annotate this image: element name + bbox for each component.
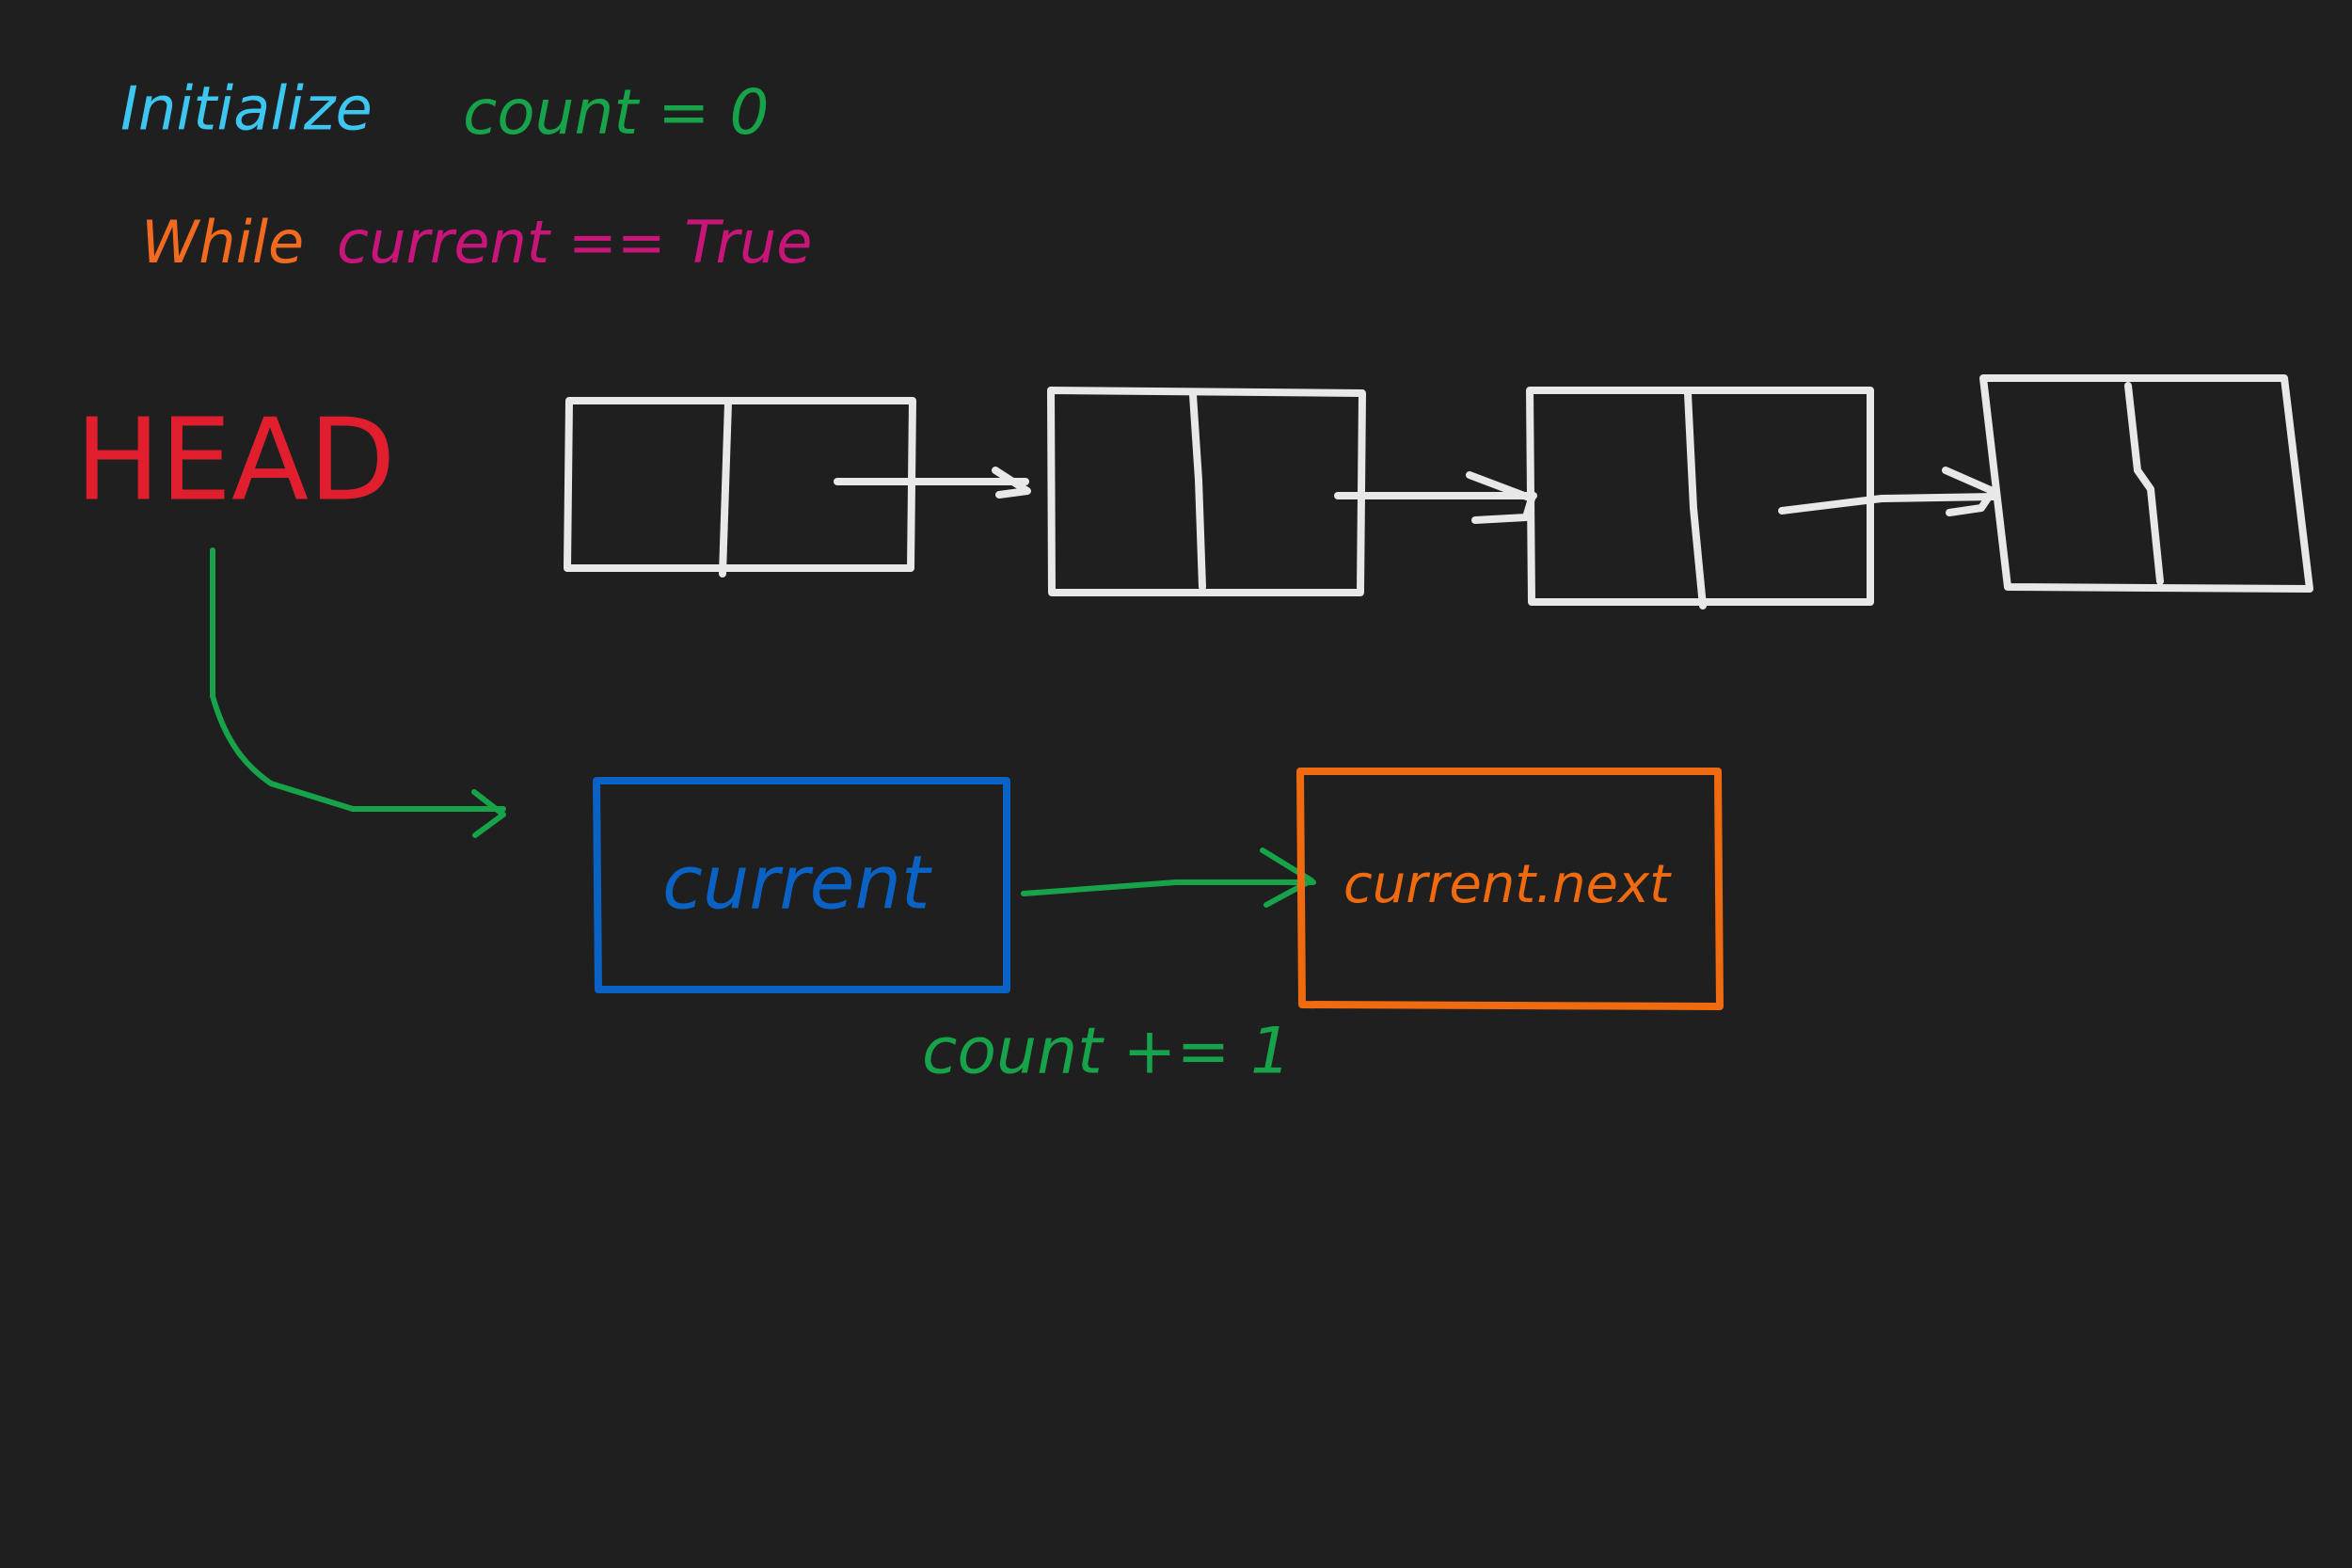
count-init-label: count = 0 xyxy=(463,76,769,149)
while-label: While xyxy=(141,208,304,277)
current-next-box: current.next xyxy=(1296,768,1724,1010)
node-2-divider xyxy=(1189,391,1206,591)
node-3-divider xyxy=(1684,389,1707,610)
while-condition-label: current == True xyxy=(337,208,812,277)
node-arrow-3 xyxy=(1778,467,1998,516)
node-1-divider xyxy=(719,399,732,578)
current-box: current xyxy=(593,777,1010,993)
list-node-4 xyxy=(1979,374,2313,593)
node-4-divider xyxy=(2124,382,2164,585)
current-label: current xyxy=(662,841,932,926)
initialize-label: Initialize xyxy=(120,75,373,145)
count-increment-label: count += 1 xyxy=(922,1015,1291,1089)
current-next-label: current.next xyxy=(1343,854,1672,915)
node-arrow-2 xyxy=(1334,471,1537,524)
node-arrow-1 xyxy=(834,467,1031,499)
list-node-1 xyxy=(564,397,916,578)
head-pointer-arrow xyxy=(210,547,506,838)
head-label: HEAD xyxy=(75,396,396,527)
next-pointer-arrow xyxy=(1021,847,1316,908)
list-node-3 xyxy=(1526,387,1874,610)
list-node-2 xyxy=(1047,387,1366,596)
